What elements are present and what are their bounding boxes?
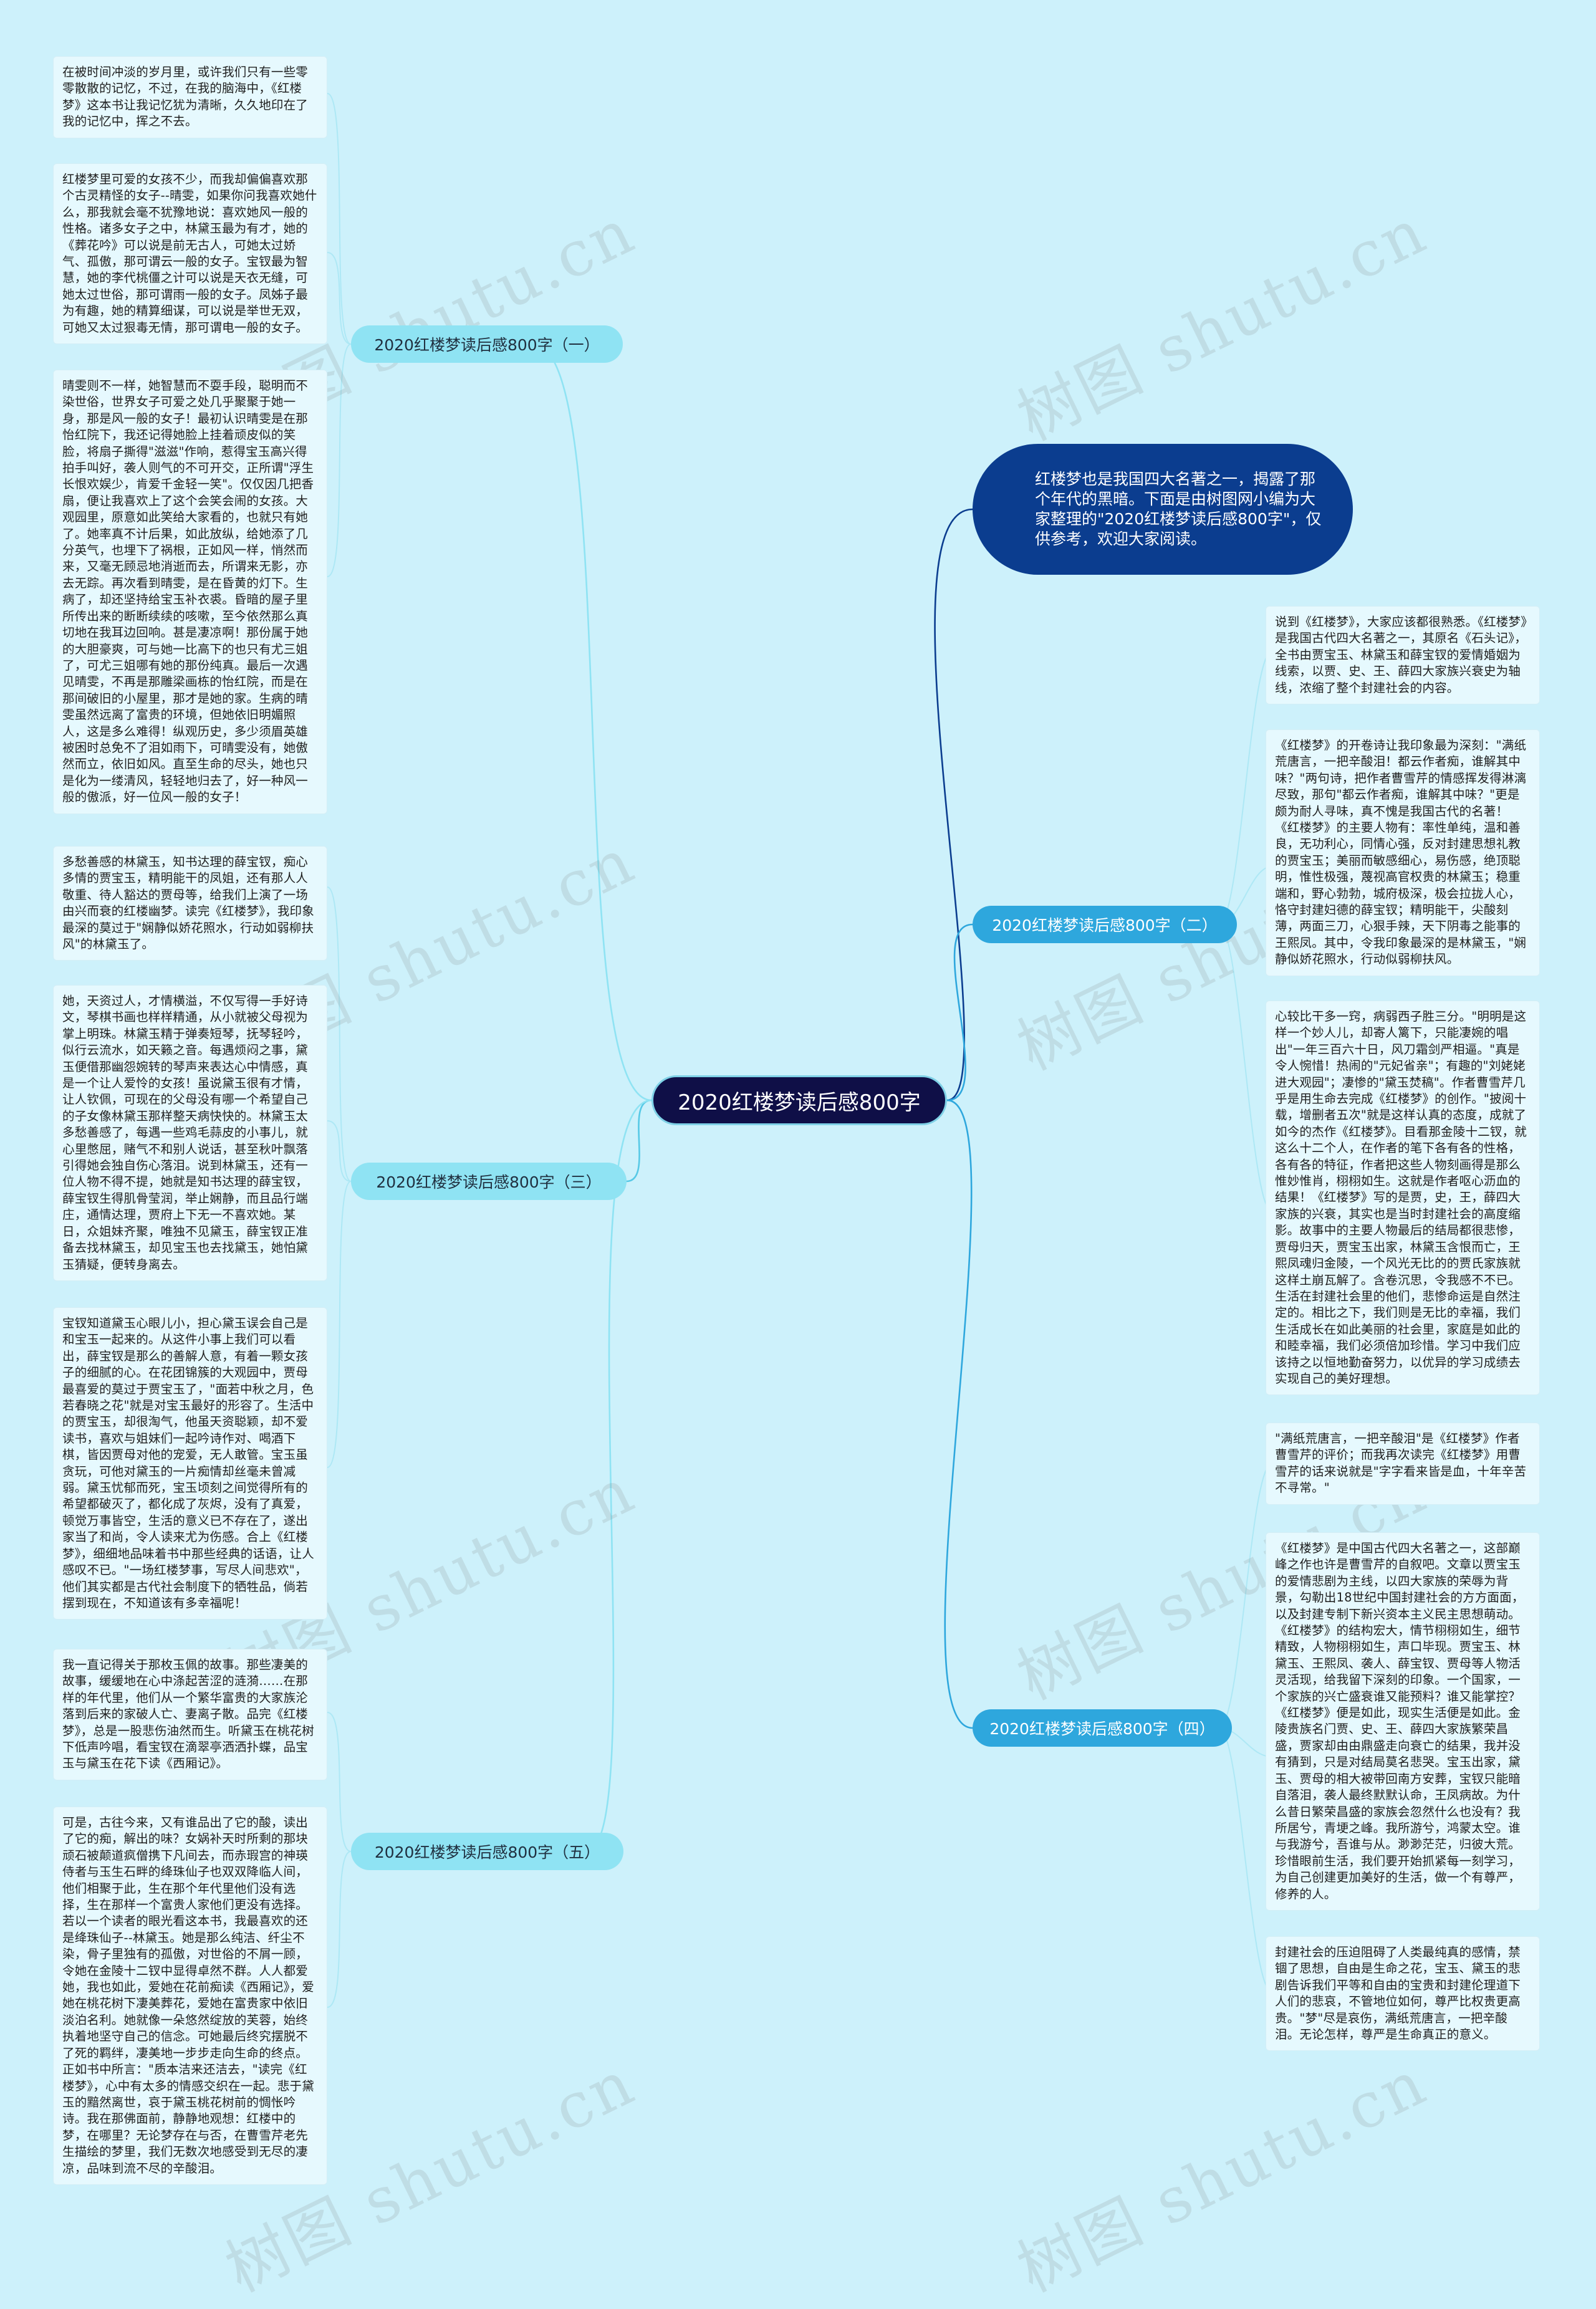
link-root-intro (934, 508, 974, 1102)
leaf-text-4-2: 《红楼梦》是中国古代四大名著之一，这部巅峰之作也许是曹雪芹的自叙吧。文章以贾宝玉… (1266, 1532, 1540, 1911)
link-root-b1 (532, 343, 653, 1102)
link-root-b3 (625, 1099, 653, 1183)
leaf-text-2-1: 说到《红楼梦》，大家应该都很熟悉。《红楼梦》是我国古代四大名著之一，其原名《石头… (1266, 606, 1540, 705)
intro-node[interactable]: 红楼梦也是我国四大名著之一，揭露了那个年代的黑暗。下面是由树图网小编为大家整理的… (973, 444, 1353, 575)
leaf-text-5-2: 可是，古往今来，又有谁品出了它的酸，读出了它的痴，解出的味？女娲补天时所剩的那块… (53, 1807, 327, 2185)
leaf-text-5-1: 我一直记得关于那枚玉佩的故事。那些凄美的故事，缓缓地在心中涤起苦涩的涟漪……在那… (53, 1649, 327, 1780)
link-root-b2 (946, 923, 974, 1102)
intro-text: 红楼梦也是我国四大名著之一，揭露了那个年代的黑暗。下面是由树图网小编为大家整理的… (1035, 470, 1322, 548)
leaf-text-2-2: 《红楼梦》的开卷诗让我印象最为深刻："满纸荒唐言，一把辛酸泪！都云作者痴，谁解其… (1266, 729, 1540, 976)
branch-3[interactable]: 2020红楼梦读后感800字（三） (351, 1163, 627, 1200)
leaf-text-1-1: 在被时间冲淡的岁月里，或许我们只有一些零零散散的记忆，不过，在我的脑海中，《红楼… (53, 56, 327, 138)
leaf-text-1-2: 红楼梦里可爱的女孩不少，而我却偏偏喜欢那个古灵精怪的女子--晴雯，如果你问我喜欢… (53, 163, 327, 345)
branch-2[interactable]: 2020红楼梦读后感800字（二） (973, 906, 1237, 943)
root-topic[interactable]: 2020红楼梦读后感800字 (651, 1075, 947, 1125)
leaf-text-4-1: "满纸荒唐言，一把辛酸泪"是《红楼梦》作者曹雪芹的评价；而我再次读完《红楼梦》用… (1266, 1423, 1540, 1505)
leaf-text-4-3: 封建社会的压迫阻碍了人类最纯真的感情，禁锢了思想，自由是生命之花，宝玉、黛玉的悲… (1266, 1936, 1540, 2052)
branch-4[interactable]: 2020红楼梦读后感800字（四） (973, 1709, 1232, 1747)
link-root-b4 (944, 1099, 974, 1729)
leaf-text-3-1: 多愁善感的林黛玉，知书达理的薛宝钗，痴心多情的贾宝玉，精明能干的凤姐，还有那人人… (53, 846, 327, 961)
leaf-text-3-3: 宝钗知道黛玉心眼儿小，担心黛玉误会自己是和宝玉一起来的。从这件小事上我们可以看出… (53, 1307, 327, 1620)
link-root-b5 (585, 1099, 653, 1853)
mindmap-canvas: 树图 shutu.cn 树图 shutu.cn 树图 shutu.cn 树图 s… (53, 56, 1540, 2306)
branch-1[interactable]: 2020红楼梦读后感800字（一） (351, 325, 623, 363)
leaf-text-3-2: 她，天资过人，才情横溢，不仅写得一手好诗文，琴棋书画也样样精通，从小就被父母视为… (53, 985, 327, 1281)
leaf-text-1-3: 晴雯则不一样，她智慧而不耍手段，聪明而不染世俗，世界女子可爱之处几乎聚聚于她一身… (53, 370, 327, 814)
connector-lines (327, 93, 1272, 2008)
branch-5[interactable]: 2020红楼梦读后感800字（五） (351, 1833, 623, 1870)
leaf-text-2-3: 心较比干多一窍，病弱西子胜三分。"明明是这样一个妙人儿，却寄人篱下，只能凄婉的唱… (1266, 1001, 1540, 1396)
